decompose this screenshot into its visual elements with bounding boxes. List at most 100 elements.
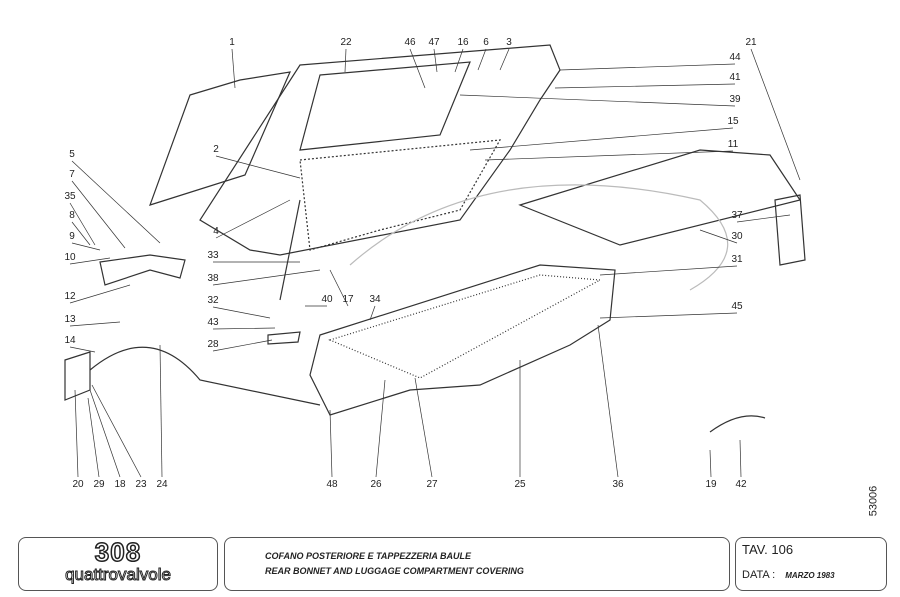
callout-48: 48 — [326, 479, 338, 490]
leader-line — [750, 48, 801, 181]
leader-line — [215, 199, 291, 239]
leader-line — [699, 229, 738, 244]
callout-44: 44 — [729, 52, 741, 63]
leader-line — [469, 127, 734, 151]
leader-line — [71, 221, 91, 246]
leader-line — [499, 48, 510, 71]
callout-16: 16 — [457, 37, 469, 48]
strap — [709, 415, 766, 433]
leader-line — [344, 48, 347, 73]
leader-line — [71, 180, 126, 249]
louver-grille — [149, 71, 291, 206]
leader-line — [709, 449, 712, 478]
callout-43: 43 — [207, 317, 219, 328]
leader-line — [559, 63, 736, 71]
callout-21: 21 — [745, 37, 757, 48]
leader-line — [459, 94, 736, 107]
callout-24: 24 — [156, 479, 168, 490]
rear-bonnet — [199, 44, 561, 256]
leader-line — [69, 202, 96, 246]
model-name: quattrovalvole — [65, 565, 172, 584]
leader-line — [212, 306, 271, 319]
leader-line — [736, 214, 791, 223]
callout-45: 45 — [731, 301, 743, 312]
callout-3: 3 — [506, 37, 512, 48]
callout-8: 8 — [69, 210, 75, 221]
callout-41: 41 — [729, 72, 741, 83]
leader-line — [69, 257, 111, 265]
leader-line — [329, 409, 333, 478]
callout-39: 39 — [729, 94, 741, 105]
leader-line — [231, 48, 236, 89]
callout-33: 33 — [207, 250, 219, 261]
callout-36: 36 — [612, 479, 624, 490]
leader-line — [212, 327, 276, 330]
callout-14: 14 — [64, 335, 76, 346]
callout-37: 37 — [731, 210, 743, 221]
callout-11: 11 — [728, 139, 739, 150]
callout-13: 13 — [64, 314, 76, 325]
callout-6: 6 — [483, 37, 489, 48]
callout-18: 18 — [114, 479, 126, 490]
table-number: TAV. 106 — [742, 542, 794, 557]
drawing-number: 53006 — [867, 485, 880, 517]
callout-26: 26 — [370, 479, 382, 490]
title-box: COFANO POSTERIORE E TAPPEZZERIA BAULE RE… — [224, 537, 730, 591]
leader-line — [71, 242, 101, 251]
leader-line — [484, 150, 734, 161]
leader-line — [433, 48, 438, 73]
callout-15: 15 — [727, 116, 739, 127]
bonnet-lining — [299, 139, 502, 251]
leader-line — [69, 284, 131, 304]
leader-line — [87, 397, 100, 478]
callout-7: 7 — [69, 169, 75, 180]
gas-strut — [279, 199, 301, 301]
leader-line — [409, 48, 426, 89]
callout-27: 27 — [426, 479, 438, 490]
callout-46: 46 — [404, 37, 416, 48]
callout-29: 29 — [93, 479, 105, 490]
callout-17: 17 — [342, 294, 354, 305]
callout-1: 1 — [229, 37, 235, 48]
leader-line — [329, 269, 349, 307]
leader-line — [414, 377, 433, 478]
callout-25: 25 — [514, 479, 526, 490]
callout-4: 4 — [213, 226, 219, 237]
leader-line — [369, 305, 376, 321]
title-italian: COFANO POSTERIORE E TAPPEZZERIA BAULE — [265, 551, 472, 561]
callout-22: 22 — [340, 37, 352, 48]
luggage-cover — [518, 149, 801, 246]
callout-47: 47 — [428, 37, 440, 48]
leader-line — [554, 83, 736, 89]
date-label: DATA : — [742, 569, 776, 581]
leader-line — [375, 379, 386, 478]
table-info-box: TAV. 106 DATA : MARZO 1983 — [735, 537, 887, 591]
leader-line — [212, 339, 273, 352]
callout-40: 40 — [321, 294, 333, 305]
callout-34: 34 — [369, 294, 381, 305]
title-english: REAR BONNET AND LUGGAGE COMPARTMENT COVE… — [265, 566, 524, 576]
leader-line — [212, 269, 321, 286]
callout-28: 28 — [207, 339, 219, 350]
model-logo-box: 308 quattrovalvole — [18, 537, 218, 591]
callout-31: 31 — [731, 254, 743, 265]
leader-line — [91, 384, 142, 478]
leader-line — [597, 324, 619, 478]
callout-20: 20 — [72, 479, 84, 490]
hinge-bracket — [267, 331, 301, 345]
leader-line — [739, 439, 742, 478]
leader-line — [477, 48, 487, 71]
callout-9: 9 — [69, 231, 75, 242]
support-rod — [774, 194, 806, 266]
hinge — [99, 254, 186, 286]
model-number: 308 — [94, 537, 142, 567]
callout-5: 5 — [69, 149, 75, 160]
callout-30: 30 — [731, 231, 743, 242]
leader-line — [215, 155, 301, 179]
leader-line — [454, 48, 464, 73]
date-value: MARZO 1983 — [785, 571, 835, 580]
leader-line — [69, 346, 96, 353]
leader-line — [599, 312, 738, 319]
